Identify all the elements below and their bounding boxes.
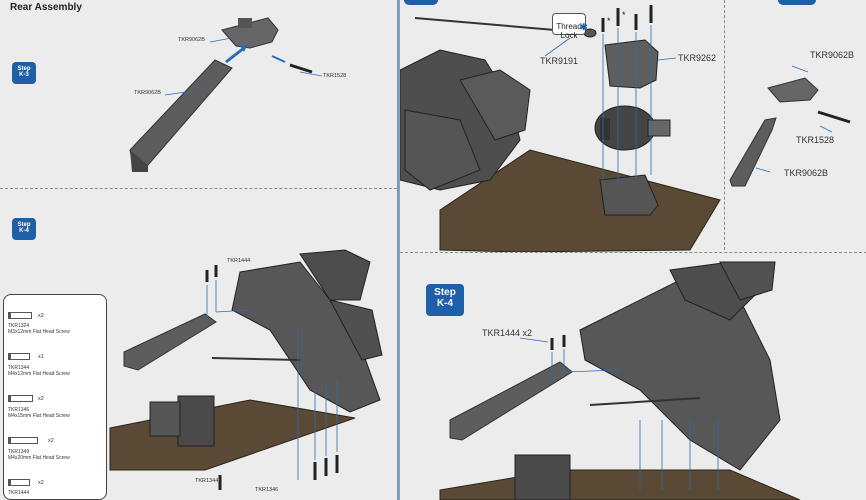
part-desc: M3x12mm Flat Head Screw: [8, 329, 70, 335]
part-item: TKR1444: [8, 490, 29, 496]
part-qty: x1: [38, 354, 44, 360]
page-spine: [397, 0, 399, 500]
label-screw: TKR1528: [323, 73, 347, 79]
part-qty: x2: [38, 480, 44, 486]
part-code: TKR1349: [8, 449, 30, 455]
label-bottom-screw-b: TKR1346: [255, 487, 279, 493]
section-divider: [0, 188, 397, 189]
thread-lock-star: *: [622, 10, 626, 20]
part-item: TKR1346 M4x15mm Flat Head Screw: [8, 407, 70, 419]
step-k4-badge: Step K-4: [12, 218, 36, 240]
part-desc: M4x15mm Flat Head Screw: [8, 413, 70, 419]
label-arm: TKR9062B: [134, 90, 161, 96]
part-qty: x2: [38, 313, 44, 319]
thread-lock-label: Thread Lock: [556, 22, 582, 40]
screw-icon: [8, 395, 33, 402]
part-desc: M4x12mm Flat Head Screw: [8, 371, 70, 377]
step-tab: [778, 0, 816, 5]
screw-icon: [8, 479, 30, 486]
part-desc: M4x20mm Flat Head Screw: [8, 455, 70, 461]
rear-end-illustration: [400, 5, 721, 252]
label-k4-screw: TKR1444 x2: [482, 328, 533, 338]
label-bottom-screw-a: TKR1344: [195, 478, 219, 484]
k4-illustration: [109, 249, 383, 490]
section-divider: [400, 252, 866, 253]
step-k4-badge: Step K-4: [426, 284, 464, 316]
k3-illustration: [129, 17, 323, 172]
part-qty: x2: [38, 396, 44, 402]
step-k3-badge: Step K-3: [12, 62, 36, 84]
part-item: TKR1344 M4x12mm Flat Head Screw: [8, 365, 70, 377]
part-item: TKR1349 M4x20mm Flat Head Screw: [8, 449, 70, 461]
label-bulkhead: TKR9262: [678, 53, 717, 63]
section-divider: [724, 0, 725, 250]
step-tab: [404, 0, 438, 5]
screw-icon: [8, 437, 38, 444]
asterisk-icon: ✱: [580, 22, 588, 32]
page-title: Rear Assembly: [10, 2, 82, 13]
k4-detail-illustration: [439, 261, 801, 500]
thread-lock-callout: Thread Lock: [552, 13, 586, 40]
thread-lock-star: *: [607, 16, 611, 26]
screw-icon: [8, 312, 32, 319]
label-side-mount: TKR9062B: [810, 50, 855, 60]
part-code: TKR1444: [8, 490, 30, 496]
parts-list: x2 TKR1324 M3x12mm Flat Head Screw x1 TK…: [3, 294, 107, 500]
right-page: Thread Lock ✱ * * TKR9191 TKR9262 TKR906…: [399, 0, 866, 500]
label-mount: TKR9062B: [178, 37, 205, 43]
part-code: TKR1344: [8, 365, 30, 371]
part-item: TKR1324 M3x12mm Flat Head Screw: [8, 323, 70, 335]
side-mount-illustration: [729, 65, 851, 187]
part-qty: x2: [48, 438, 54, 444]
part-code: TKR1324: [8, 323, 30, 329]
label-side-screw: TKR1528: [796, 135, 835, 145]
label-side-arm: TKR9062B: [784, 168, 829, 178]
label-top-screw: TKR1444: [227, 258, 251, 264]
left-page: Rear Assembly Step K-3 Step K-4 TKR9062B…: [0, 0, 397, 500]
part-code: TKR1346: [8, 407, 30, 413]
screw-icon: [8, 353, 30, 360]
label-driveshaft: TKR9191: [540, 56, 579, 66]
